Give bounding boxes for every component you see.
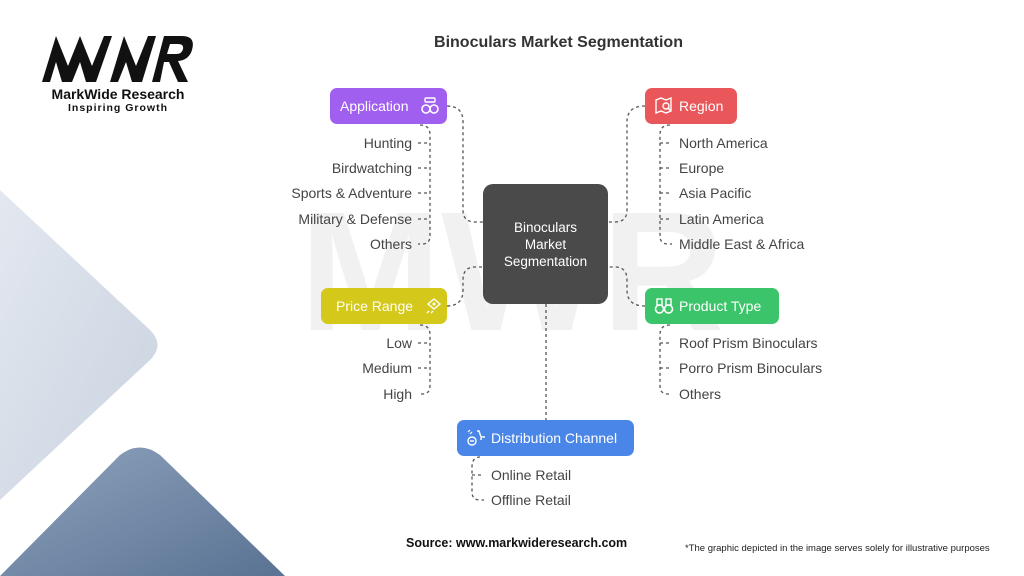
category-distribution-channel: Distribution Channel [457,420,634,456]
list-item: Military & Defense [298,211,412,227]
list-item: Hunting [363,135,412,151]
list-item: Roof Prism Binoculars [679,335,818,351]
center-line-1: Binoculars [513,219,578,235]
list-item: Asia Pacific [679,185,752,201]
category-label: Region [679,98,724,114]
category-region: Region [645,88,737,124]
category-label: Product Type [679,298,762,314]
center-node: Binoculars Market Segmentation [483,184,608,304]
list-item: Middle East & Africa [679,236,805,252]
brand-tagline: Inspiring Growth [68,102,168,114]
list-item: Porro Prism Binoculars [679,360,823,376]
price-tag-icon [423,295,445,317]
category-label: Application [340,98,409,114]
category-price-range: Price Range [321,288,447,324]
category-application: Application [330,88,447,124]
list-item: Birdwatching [331,160,412,176]
list-item: Medium [362,360,412,376]
list-item: Others [679,386,722,402]
source-caption: Source: www.markwideresearch.com [406,536,628,550]
page-title: Binoculars Market Segmentation [434,34,683,51]
brand-name: MarkWide Research [51,86,185,102]
list-item: Online Retail [491,467,572,483]
brand-logo: MarkWide Research Inspiring Growth [40,32,200,114]
list-item: Latin America [679,211,764,227]
list-item: High [383,386,412,402]
disclaimer-note: *The graphic depicted in the image serve… [685,543,990,554]
category-product-type: Product Type [645,288,779,324]
binoculars-icon [653,295,675,317]
shopping-cart-icon [465,427,487,449]
list-item: North America [679,135,768,151]
map-search-icon [653,95,675,117]
list-item: Others [369,236,412,252]
mwr-logo-mark [42,36,193,82]
list-item: Low [386,335,412,351]
category-label: Price Range [336,298,414,314]
list-item: Sports & Adventure [291,185,412,201]
binoculars-icon [419,95,441,117]
center-line-3: Segmentation [503,253,588,269]
list-item: Europe [679,160,725,176]
category-label: Distribution Channel [491,430,618,446]
list-item: Offline Retail [491,492,571,508]
center-line-2: Market [524,236,567,252]
